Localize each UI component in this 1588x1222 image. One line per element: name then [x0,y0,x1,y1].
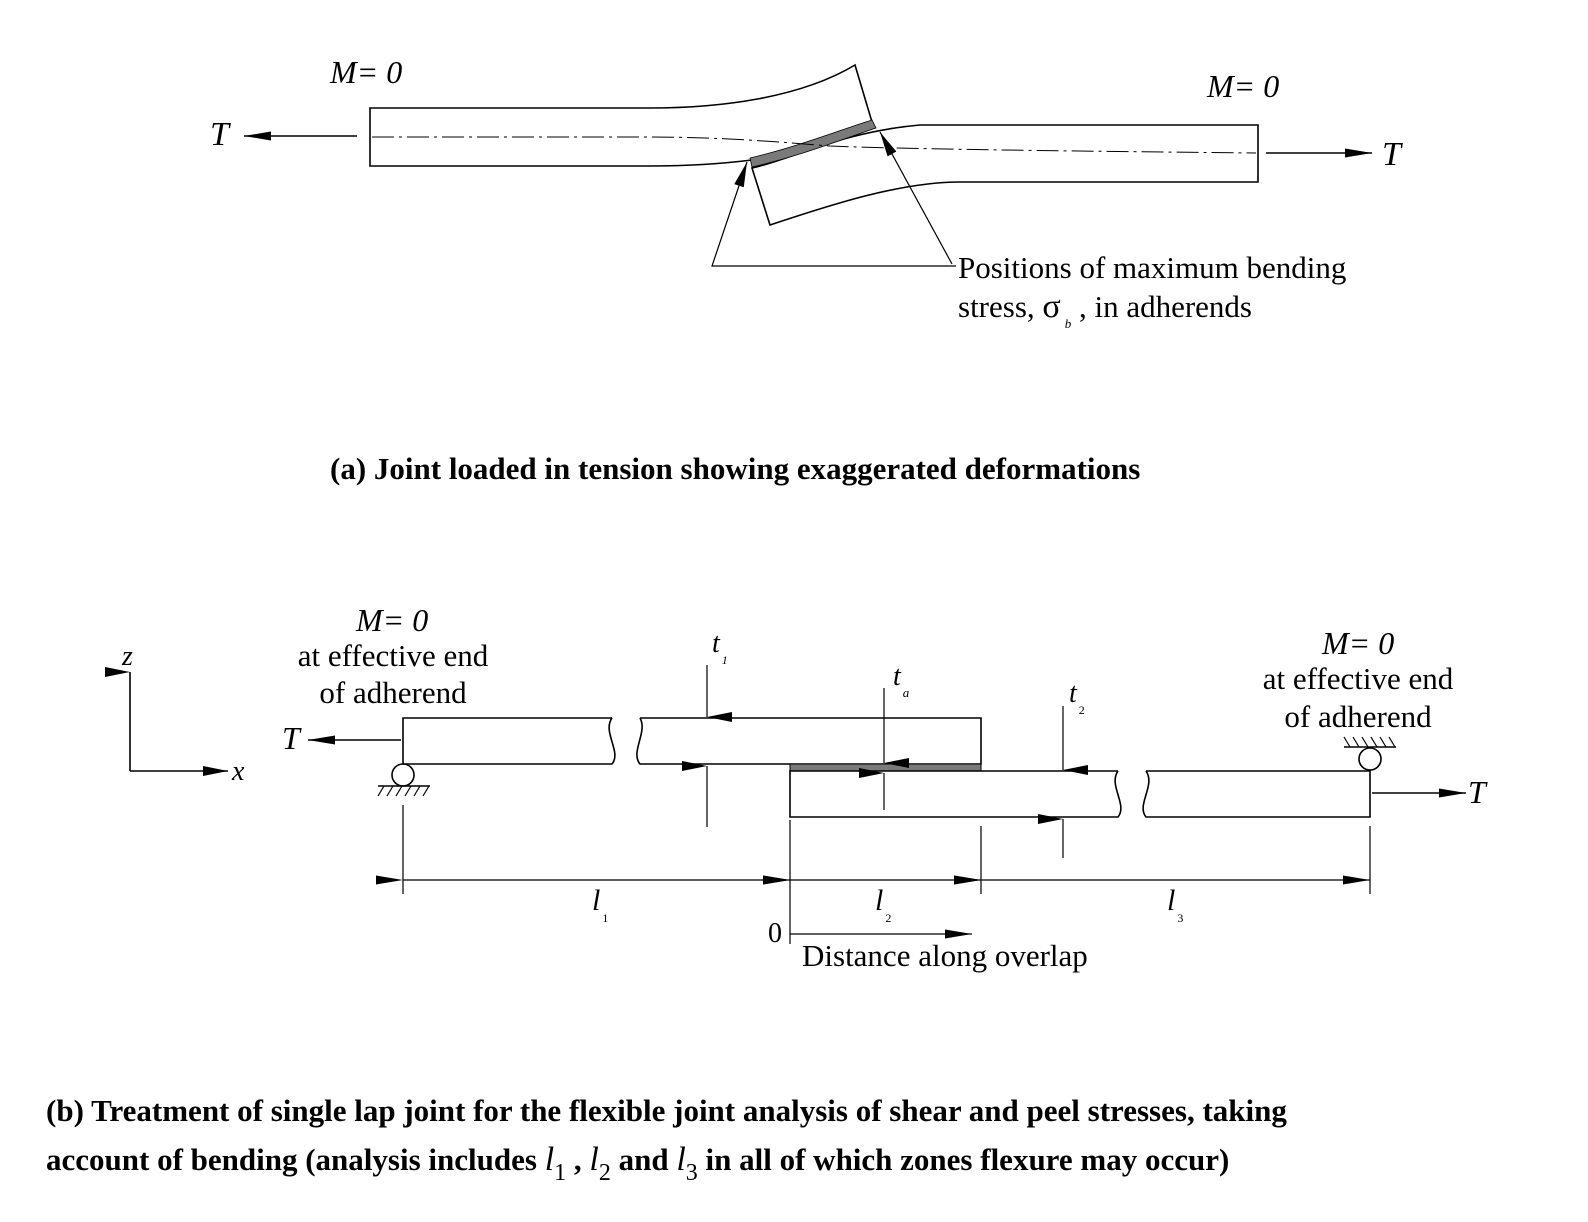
t1-label: t1 [712,628,728,667]
eff-end-right-line1: at effective end [1263,661,1454,696]
left-roller-support [391,763,415,787]
moment-right-label: M= 0 [1206,68,1279,104]
lower-adherend-left-piece [789,770,1122,818]
upper-adherend-right-piece [636,717,982,765]
moment-left-label: M= 0 [329,54,402,90]
annotation-line-1: Positions of maximum bending [958,250,1346,285]
right-adherend-deformed [750,124,1259,227]
right-roller-support [1358,747,1382,771]
ta-label: ta [893,661,910,700]
z-axis-label: z [121,641,133,672]
caption-b-line2: account of bending (analysis includes l1… [46,1141,1229,1186]
lower-adherend-right-piece [1142,770,1371,818]
centre-line [372,136,1257,154]
caption-a: (a) Joint loaded in tension showing exag… [330,451,1140,486]
l3-label: l3 [1167,884,1183,925]
force-right-label: T [1382,136,1403,173]
l1-label: l1 [592,884,608,925]
force-left-label-b: T [282,720,302,756]
force-right-label-b: T [1468,774,1488,810]
eff-end-left-line1: at effective end [298,638,489,673]
distance-along-overlap-label: Distance along overlap [802,938,1088,973]
eff-end-left-line2: of adherend [319,675,467,710]
left-support-hatch [377,785,430,797]
upper-adherend-left-piece [402,717,616,765]
pointer-left-max-stress [711,161,956,267]
moment-right-label-b: M= 0 [1321,625,1394,661]
force-left-label: T [210,116,231,153]
part-a-deformed-joint: M= 0 M= 0 T T Positions of maximum bendi… [210,54,1403,486]
adhesive-layer-deformed [749,119,877,168]
moment-left-label-b: M= 0 [355,602,428,638]
eff-end-right-line2: of adherend [1284,699,1432,734]
pointer-right-max-stress [879,131,953,265]
adhesive-layer [789,763,982,772]
part-b-model: z x [46,602,1488,1186]
origin-label: 0 [768,918,782,949]
l2-label: l2 [875,884,891,925]
t2-label: t2 [1069,678,1085,717]
right-support-hatch [1343,736,1396,748]
x-axis-label: x [231,756,245,787]
caption-b-line1: (b) Treatment of single lap joint for th… [46,1093,1287,1128]
